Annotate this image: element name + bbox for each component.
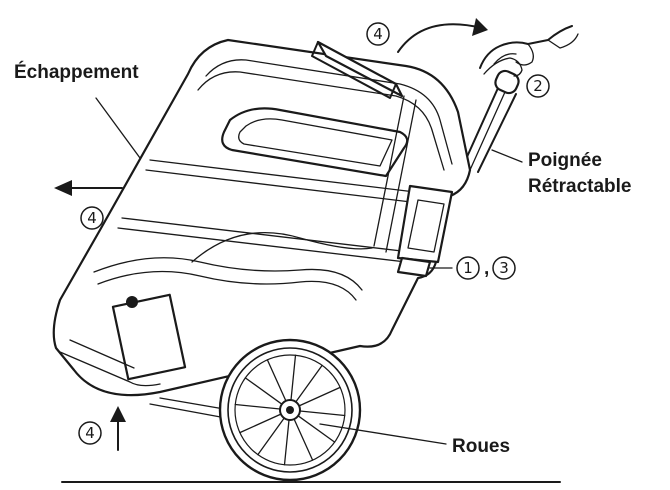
hand-icon — [479, 25, 579, 77]
svg-text:,: , — [484, 258, 489, 279]
wheel — [218, 338, 362, 482]
lift-arrow-icon — [110, 406, 126, 451]
handle-leader-line — [491, 149, 523, 163]
wheel-spoke — [257, 417, 285, 456]
wheel-spoke — [290, 354, 297, 401]
exhaust-leader-line — [95, 97, 141, 159]
wheel-spoke — [299, 410, 346, 417]
dehumidifier-body — [52, 38, 472, 419]
wheel-spoke — [297, 415, 336, 443]
wheels-leader-line — [319, 423, 447, 445]
exhaust-label: Échappement — [14, 61, 139, 83]
svg-text:1: 1 — [463, 259, 473, 277]
wheel-spoke — [234, 403, 281, 410]
step-4-top-marker: 4 — [366, 22, 390, 46]
step-1-3-marker: 1 , 3 — [456, 256, 516, 280]
rotate-arrow-icon — [397, 18, 488, 53]
step-2-marker: 2 — [526, 74, 550, 98]
retractable-handle — [461, 69, 520, 173]
handle-label-line2: Rétractable — [528, 176, 632, 197]
exhaust-arrow-icon — [54, 180, 123, 196]
handle-label-line1: Poignée — [528, 150, 602, 171]
svg-text:4: 4 — [85, 424, 95, 442]
svg-text:4: 4 — [87, 209, 97, 227]
svg-text:3: 3 — [499, 259, 509, 277]
wheels-label: Roues — [452, 436, 510, 457]
wheel-spoke — [239, 413, 282, 434]
svg-text:4: 4 — [373, 25, 383, 43]
wheel-spoke — [266, 359, 287, 402]
step-4-bottom-marker: 4 — [78, 421, 102, 445]
step-4-left-marker: 4 — [80, 206, 104, 230]
svg-text:2: 2 — [533, 77, 543, 95]
wheel-spoke — [283, 419, 290, 466]
wheel-spoke — [293, 418, 314, 461]
wheel-spoke — [244, 377, 283, 405]
wheel-spoke — [295, 364, 323, 403]
wheel-spoke — [298, 386, 341, 407]
power-button-icon — [126, 296, 138, 308]
